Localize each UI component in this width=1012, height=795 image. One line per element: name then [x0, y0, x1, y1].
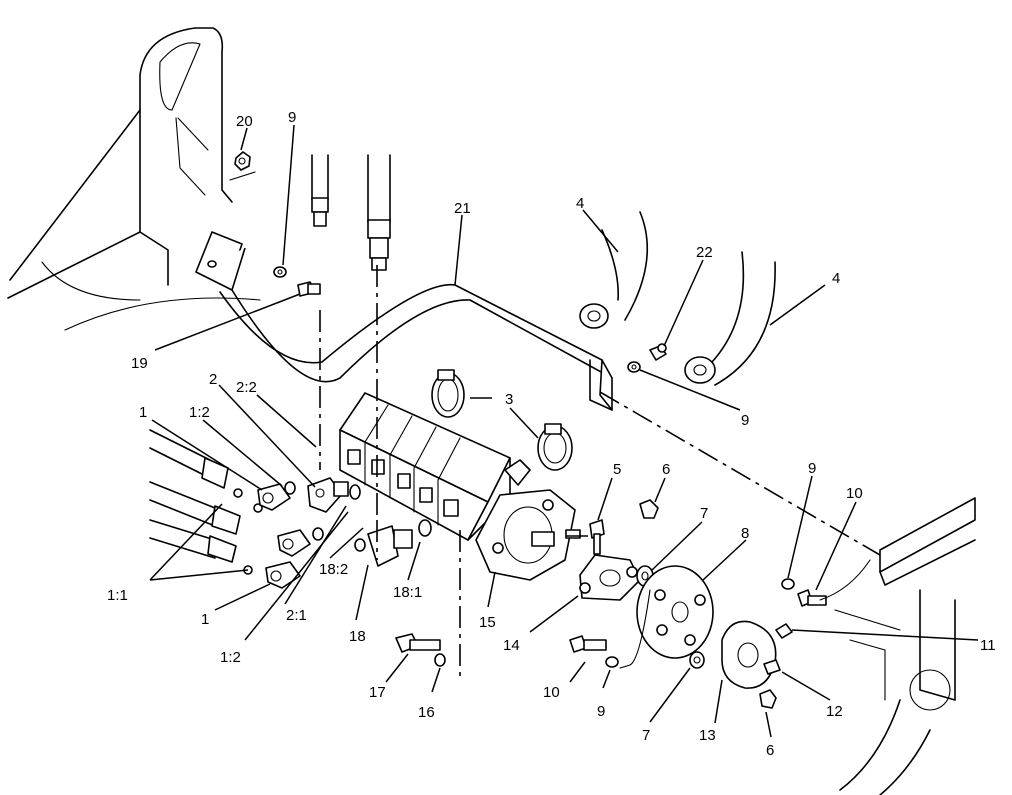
- leader-lines: [149, 124, 979, 738]
- callout-4-right: 4: [832, 270, 840, 287]
- callout-16: 16: [418, 704, 435, 721]
- callout-7-lower: 7: [642, 727, 650, 744]
- bolt-22: [649, 343, 667, 361]
- callout-9-lower: 9: [597, 703, 605, 720]
- alignment-lines: [319, 265, 881, 680]
- callout-4: 4: [576, 195, 584, 212]
- callout-13: 13: [699, 727, 716, 744]
- callout-5: 5: [613, 461, 621, 478]
- callout-14: 14: [503, 637, 520, 654]
- bolt-17: [395, 633, 446, 667]
- callout-9-right: 9: [741, 412, 749, 429]
- coupling-disc-8: [636, 565, 714, 659]
- callout-10: 10: [846, 485, 863, 502]
- callout-20: 20: [236, 113, 253, 130]
- callout-2-2: 2:2: [236, 379, 257, 396]
- nut-20: [234, 151, 251, 171]
- callout-17: 17: [369, 684, 386, 701]
- callout-11: 11: [980, 637, 996, 654]
- washer-9-right: [627, 361, 641, 373]
- frame-tube: [219, 283, 613, 411]
- washer-9-top: [273, 266, 287, 278]
- callout-labels: 20 9 21 4 22 4 19 2 2:2 1 1:2 3 9 5 6 9 …: [107, 109, 996, 759]
- callout-2: 2: [209, 371, 217, 388]
- callout-1: 1: [139, 404, 147, 421]
- callout-8: 8: [741, 525, 749, 542]
- callout-19: 19: [131, 355, 148, 372]
- callout-18-1: 18:1: [393, 584, 422, 601]
- callout-1-2-lower: 1:2: [220, 649, 241, 666]
- frame-plate: [7, 27, 261, 331]
- callout-22: 22: [696, 244, 713, 261]
- bolt-19: [297, 281, 321, 297]
- nut-6-top: [639, 499, 659, 519]
- callout-1-2: 1:2: [189, 404, 210, 421]
- callout-6-lower: 6: [766, 742, 774, 759]
- key-12: [763, 659, 781, 675]
- callout-7: 7: [700, 505, 708, 522]
- bolt-5: [589, 519, 605, 555]
- hub-13: [721, 620, 777, 689]
- callout-10-lower: 10: [543, 684, 560, 701]
- callout-1-lower: 1: [201, 611, 209, 628]
- hoses: [579, 211, 776, 386]
- tee-fitting-18: [354, 519, 432, 567]
- callout-2-1: 2:1: [286, 607, 307, 624]
- callout-18: 18: [349, 628, 366, 645]
- bolt-10-bottom: [569, 635, 607, 653]
- washer-9-right-lower: [781, 578, 795, 590]
- nut-6-bottom: [759, 689, 777, 709]
- callout-1-1: 1:1: [107, 587, 128, 604]
- callout-15: 15: [479, 614, 496, 631]
- pump-assembly: [339, 392, 581, 581]
- setscrew-11: [775, 623, 793, 639]
- callout-3: 3: [505, 391, 513, 408]
- callout-9-lower-right: 9: [808, 460, 816, 477]
- washer-7-bottom: [689, 651, 705, 669]
- right-frame: [619, 497, 976, 795]
- callout-12: 12: [826, 703, 843, 720]
- callout-18-2: 18:2: [319, 561, 348, 578]
- left-hoses: [149, 429, 263, 575]
- callout-21: 21: [454, 200, 471, 217]
- hydraulic-lines: [311, 154, 391, 271]
- tee-fitting-2: [307, 477, 361, 513]
- bolt-10-right: [797, 589, 827, 607]
- washer-9-bottom: [605, 656, 619, 668]
- mount-bracket: [195, 231, 246, 291]
- hose-clamps: [431, 369, 573, 471]
- callout-9: 9: [288, 109, 296, 126]
- callout-6: 6: [662, 461, 670, 478]
- flange-14: [579, 554, 641, 601]
